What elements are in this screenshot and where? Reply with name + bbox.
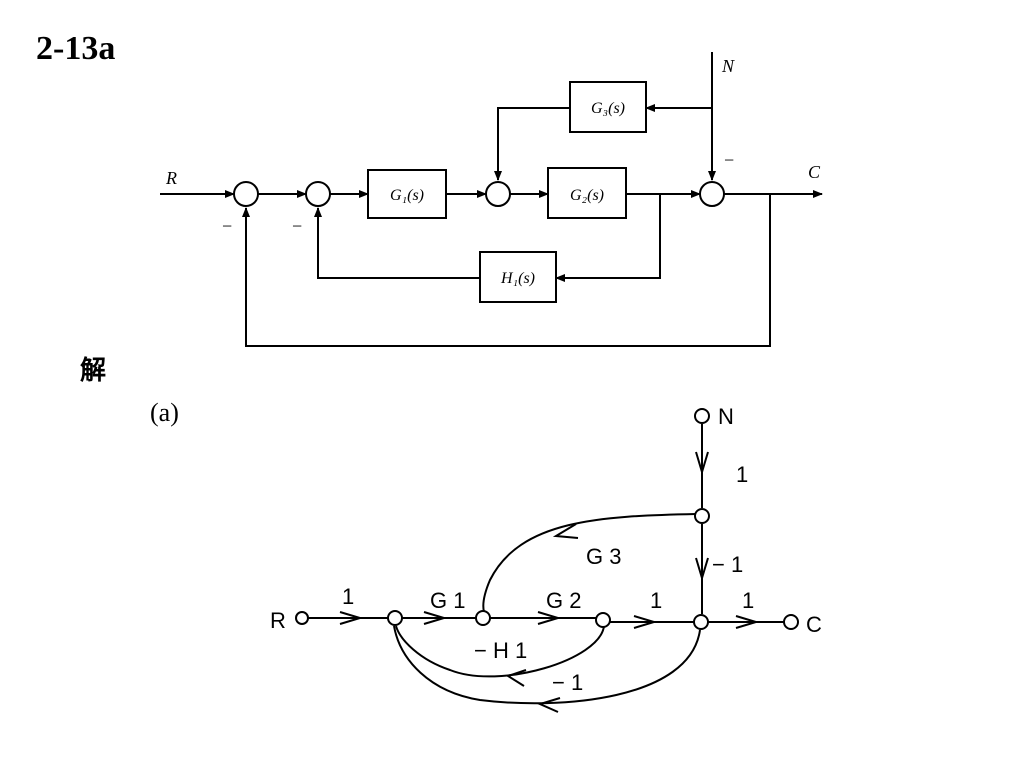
branch-x2-x3-arrow	[537, 611, 562, 625]
wire-h1-s2	[314, 207, 480, 279]
branch-x5-x2-arrow	[552, 523, 579, 539]
node-label-r: R	[270, 608, 286, 633]
node-c	[783, 614, 799, 630]
sum2-minus-sign: −	[292, 216, 302, 236]
branch-n-x5-arrow	[695, 451, 709, 476]
gain-x4-c: 1	[742, 588, 754, 613]
gain-x1-x2: G 1	[430, 588, 465, 613]
wire-outer-feedback	[242, 194, 771, 347]
summing-junction-4	[699, 181, 725, 207]
part-label: (a)	[150, 398, 179, 427]
branch-x5-x4-arrow	[695, 557, 709, 582]
node-label-n: N	[718, 404, 734, 429]
gain-x5-x2: G 3	[586, 544, 621, 569]
node-x4	[693, 614, 709, 630]
wire-h1-pick	[555, 194, 661, 282]
node-x5	[694, 508, 710, 524]
gain-x5-x4: − 1	[712, 552, 743, 577]
gain-x2-x3: G 2	[546, 588, 581, 613]
page-title: 2-13a	[36, 30, 116, 67]
summing-junction-1	[233, 181, 259, 207]
block-g3	[569, 81, 647, 133]
node-x2	[475, 610, 491, 626]
block-h1	[479, 251, 557, 303]
block-h1-label: H₁(s)	[500, 270, 535, 287]
block-g2-label: G₂(s)	[570, 187, 604, 204]
gain-x3-x4: 1	[650, 588, 662, 613]
block-g1	[367, 169, 447, 219]
block-g2	[547, 167, 627, 219]
block-g1-label: G₁(s)	[390, 187, 424, 204]
node-x1	[387, 610, 403, 626]
summing-junction-3	[485, 181, 511, 207]
branch-x1-x2-arrow	[423, 611, 448, 625]
branch-x3-x1-arrow	[505, 669, 527, 687]
sum1-minus-sign: −	[222, 216, 232, 236]
output-label-c: C	[808, 162, 821, 182]
gain-x4-x1: − 1	[552, 670, 583, 695]
solution-label: 解	[80, 356, 107, 386]
disturbance-label-n: N	[721, 56, 735, 76]
branch-x4-x1-arrow	[537, 697, 561, 713]
sum4-minus-sign: −	[724, 150, 734, 170]
block-g3-label: G₃(s)	[591, 100, 625, 117]
branch-x4-c-arrow	[735, 615, 760, 629]
node-r	[295, 611, 309, 625]
branch-x3-x4-arrow	[633, 615, 658, 629]
gain-r-x1: 1	[342, 584, 354, 609]
gain-x3-x1: − H 1	[474, 638, 527, 663]
node-n	[694, 408, 710, 424]
node-x3	[595, 612, 611, 628]
summing-junction-2	[305, 181, 331, 207]
block-diagram-labels: G₁(s) G₂(s) G₃(s) H₁(s) R C N − − −	[165, 56, 821, 287]
branch-x4-x1	[393, 625, 701, 705]
signal-flow-graph-labels: R C N 1 G 1 G 2 1 1 1 − 1 G 3 − H 1 − 1	[270, 404, 822, 695]
signal-flow-graph	[295, 408, 799, 713]
node-label-c: C	[806, 612, 822, 637]
input-label-r: R	[165, 168, 177, 188]
branch-x5-x2	[482, 513, 697, 613]
branch-x3-x1	[395, 625, 605, 678]
block-diagram	[160, 52, 823, 347]
branch-r-x1-arrow	[339, 611, 364, 625]
gain-n-x5: 1	[736, 462, 748, 487]
wire-g3-s3	[494, 107, 570, 181]
